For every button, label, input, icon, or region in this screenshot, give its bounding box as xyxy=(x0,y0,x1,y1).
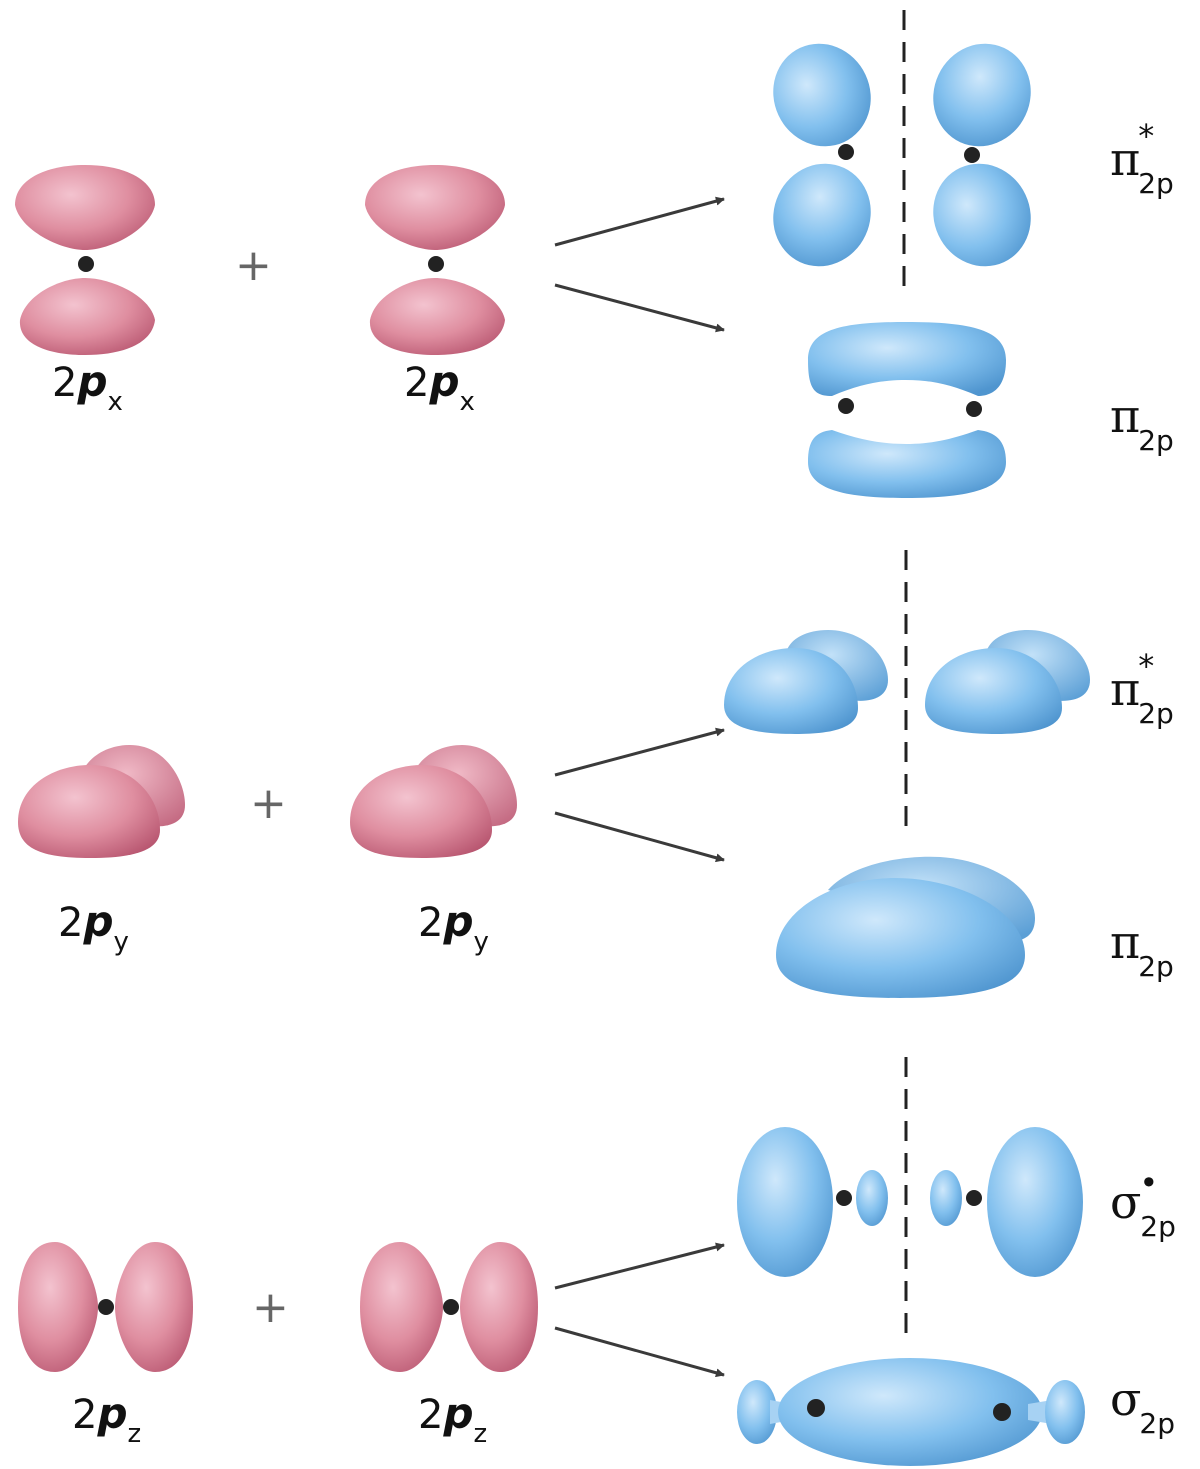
row-px: 2px + 2px π*2p xyxy=(15,10,1174,498)
row-py: 2py + 2py π*2p π2p xyxy=(18,550,1174,998)
lobe xyxy=(933,163,1031,267)
lobe-top xyxy=(15,165,155,250)
label-2pz-left: 2pz xyxy=(72,1389,141,1449)
mo-pi-star-py xyxy=(724,550,1090,835)
lobe-bottom xyxy=(808,430,1006,498)
nucleus-dot xyxy=(807,1399,825,1417)
lobe xyxy=(773,163,871,267)
atomic-orbital-2pz-left xyxy=(18,1242,193,1372)
lobe-front xyxy=(350,765,492,858)
atomic-orbital-2py-left xyxy=(18,745,185,858)
lobe-front xyxy=(925,648,1062,734)
label-2px-left: 2px xyxy=(52,357,123,417)
lobe-left xyxy=(360,1242,443,1372)
nucleus-dot xyxy=(78,256,94,272)
lobe-top xyxy=(365,165,505,250)
lobe-front xyxy=(18,765,160,858)
nucleus-dot xyxy=(443,1299,459,1315)
lobe-small-left xyxy=(737,1380,777,1444)
lobe-front xyxy=(776,878,1025,998)
label-pi-star-2p: π*2p xyxy=(1110,117,1174,200)
nucleus-dot xyxy=(964,147,980,163)
arrow-to-bonding xyxy=(554,811,725,863)
label-2py-left: 2py xyxy=(58,897,129,957)
plus-sign: + xyxy=(250,778,287,829)
label-2px-right: 2px xyxy=(404,357,475,417)
lobe-inner xyxy=(856,1170,888,1226)
lobe-inner xyxy=(930,1170,962,1226)
nucleus-dot xyxy=(993,1403,1011,1421)
lobe-right xyxy=(460,1242,538,1372)
lobe-front xyxy=(724,648,858,734)
lobe-right xyxy=(115,1242,193,1372)
arrow-to-antibonding xyxy=(554,727,725,777)
nucleus-dot xyxy=(98,1299,114,1315)
label-2pz-right: 2pz xyxy=(418,1389,487,1449)
nucleus-dot xyxy=(428,256,444,272)
lobe-small-right xyxy=(1045,1380,1085,1444)
plus-sign: + xyxy=(235,240,272,291)
lobe-central xyxy=(778,1358,1042,1466)
atomic-orbital-2pz-right xyxy=(360,1242,538,1372)
lobe-bottom xyxy=(369,278,505,355)
arrow-to-bonding xyxy=(554,1326,725,1378)
label-pi-star-2p: π*2p xyxy=(1110,647,1174,730)
mo-pi-px xyxy=(808,322,1006,498)
lobe-bottom xyxy=(19,278,156,355)
mo-sigma-star-pz xyxy=(737,1057,1083,1345)
atomic-orbital-2py-right xyxy=(350,745,517,858)
lobe xyxy=(933,43,1031,147)
row-pz: 2pz + 2pz σ•2p xyxy=(18,1057,1176,1466)
plus-sign: + xyxy=(252,1282,289,1333)
lobe-outer xyxy=(987,1127,1083,1277)
lobe xyxy=(773,43,871,147)
label-2py-right: 2py xyxy=(418,897,489,957)
label-pi-2p: π2p xyxy=(1110,389,1174,457)
lobe-top xyxy=(808,322,1006,396)
arrow-to-antibonding xyxy=(554,196,725,247)
atomic-orbital-2px-right xyxy=(365,165,505,355)
nucleus-dot xyxy=(838,398,854,414)
atomic-orbital-2px-left xyxy=(15,165,156,355)
lobe-outer xyxy=(737,1127,833,1277)
nucleus-dot xyxy=(836,1190,852,1206)
mo-pi-star-px xyxy=(773,10,1031,298)
nucleus-dot xyxy=(966,401,982,417)
mo-pi-py xyxy=(776,856,1035,998)
arrow-to-antibonding xyxy=(554,1242,725,1290)
label-sigma-star-2p: σ•2p xyxy=(1110,1164,1176,1243)
nucleus-dot xyxy=(966,1190,982,1206)
nucleus-dot xyxy=(838,144,854,160)
arrow-to-bonding xyxy=(554,283,725,333)
mo-sigma-pz xyxy=(737,1358,1085,1466)
label-pi-2p: π2p xyxy=(1110,915,1174,983)
label-sigma-2p: σ2p xyxy=(1110,1372,1175,1440)
lobe-left xyxy=(18,1242,98,1372)
